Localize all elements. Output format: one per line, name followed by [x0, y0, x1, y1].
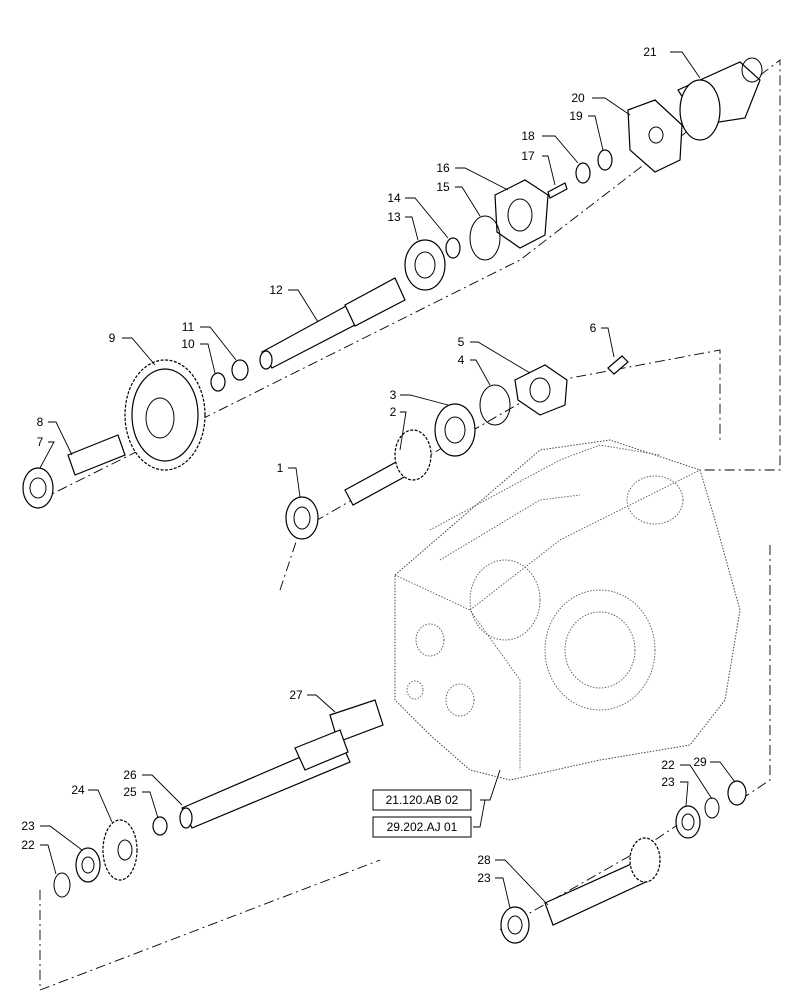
- housing-bore-front-3: [406, 680, 424, 700]
- part-29-plug: [727, 780, 747, 806]
- pinion-axis-line: [499, 809, 701, 931]
- part-18-ring: [575, 162, 591, 184]
- part-23-bearing-left: [75, 847, 101, 883]
- callout-4: 4: [458, 353, 465, 367]
- part-13-bearing: [404, 239, 446, 291]
- part-8-sleeve: [67, 434, 126, 476]
- part-11-ring: [231, 359, 249, 381]
- reference-boxes: 21.120.AB 02 29.202.AJ 01: [372, 789, 472, 838]
- callout-27: 27: [289, 688, 303, 702]
- callout-12: 12: [269, 283, 283, 297]
- housing-front-face: [394, 469, 701, 770]
- housing-bore-front-2: [445, 683, 475, 717]
- housing-bore-front-1: [415, 623, 445, 657]
- part-15-o-ring: [469, 215, 501, 261]
- part-23-bearing-bottom: [500, 906, 530, 944]
- callout-17: 17: [521, 149, 535, 163]
- callout-13: 13: [387, 210, 401, 224]
- reference-label-2: 29.202.AJ 01: [387, 820, 458, 834]
- callout-29: 29: [693, 755, 707, 769]
- housing-bore-rear: [544, 589, 656, 711]
- part-22-ring-left: [53, 872, 71, 898]
- parts: [22, 57, 763, 944]
- callout-9: 9: [109, 331, 116, 345]
- part-28-pinion: [544, 837, 661, 926]
- housing-bore-top: [626, 475, 684, 525]
- callout-22-right: 22: [661, 758, 675, 772]
- part-14-snap-ring: [445, 237, 461, 259]
- callout-5: 5: [458, 335, 465, 349]
- callout-23-right: 23: [661, 775, 675, 789]
- part-10-ring: [210, 372, 226, 392]
- callout-26: 26: [123, 768, 137, 782]
- part-25-ring: [152, 816, 168, 836]
- part-7-bearing: [22, 467, 54, 509]
- callout-3: 3: [390, 388, 397, 402]
- part-22-ring-right: [704, 797, 720, 819]
- part-3-bearing: [434, 403, 476, 457]
- callout-21: 21: [643, 45, 657, 59]
- callout-6: 6: [590, 321, 597, 335]
- reference-box-2: [372, 816, 472, 838]
- callout-2: 2: [390, 405, 397, 419]
- callout-23-left: 23: [21, 819, 35, 833]
- part-17-screw: [547, 182, 568, 199]
- callout-20: 20: [571, 91, 585, 105]
- part-23-bearing-right: [675, 805, 701, 839]
- housing-return-line: [739, 545, 771, 801]
- housing-top-rib: [429, 444, 661, 561]
- callout-15: 15: [436, 180, 450, 194]
- part-1-bearing: [285, 496, 319, 540]
- part-6-bolt: [607, 355, 629, 375]
- callout-18: 18: [521, 129, 535, 143]
- part-20-plate: [627, 99, 683, 173]
- reference-box-1: [372, 789, 472, 811]
- callout-19: 19: [569, 109, 583, 123]
- part-2-pinion-shaft: [344, 429, 432, 506]
- part-9-gear: [124, 359, 206, 471]
- part-19-ring: [597, 149, 613, 171]
- callout-14: 14: [387, 191, 401, 205]
- callout-28: 28: [477, 853, 491, 867]
- callouts: 21 20 19 18 17 16 15 14 13 12 11 10 9 8 …: [21, 45, 707, 885]
- callout-24: 24: [71, 783, 85, 797]
- part-16-retainer: [494, 179, 549, 249]
- leader-lines: [39, 51, 736, 909]
- part-4-snap-ring: [479, 384, 511, 426]
- reference-label-1: 21.120.AB 02: [386, 793, 459, 807]
- part-26-shaft: [179, 729, 351, 829]
- callout-11: 11: [182, 320, 195, 334]
- callout-23-bottom: 23: [477, 871, 491, 885]
- part-24-gear: [102, 819, 138, 881]
- callout-16: 16: [436, 161, 450, 175]
- lower-axis-line: [39, 859, 381, 991]
- housing-body: [394, 439, 741, 781]
- part-5-retainer: [514, 364, 568, 416]
- callout-10: 10: [181, 337, 195, 351]
- callout-22-left: 22: [21, 838, 35, 852]
- callout-25: 25: [123, 785, 137, 799]
- transmission-housing: [394, 439, 741, 781]
- callout-1: 1: [277, 461, 284, 475]
- housing-bore-rear-inner: [564, 611, 636, 689]
- housing-bore-mid: [469, 559, 541, 641]
- callout-8: 8: [37, 415, 44, 429]
- callout-7: 7: [37, 435, 44, 449]
- part-12-shaft: [259, 277, 406, 370]
- part-21-cover: [677, 57, 763, 141]
